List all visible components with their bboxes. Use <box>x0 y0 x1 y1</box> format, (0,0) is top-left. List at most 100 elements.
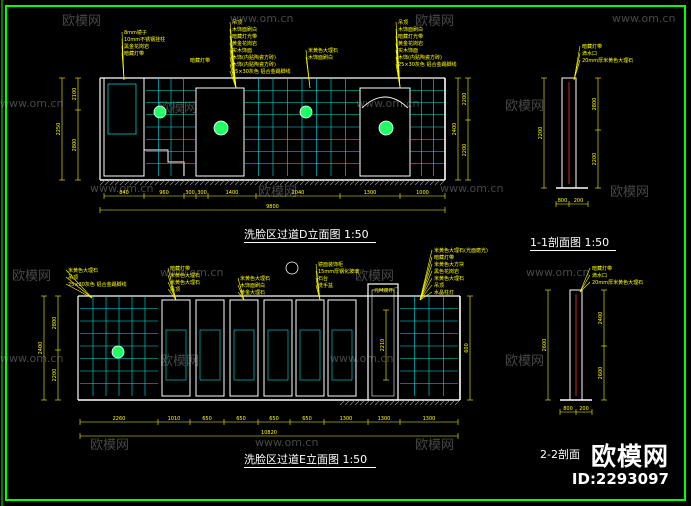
e-width-dim: 1300 <box>340 416 353 422</box>
e-width-dim: 2260 <box>113 416 126 422</box>
s11-note: 20mm厚米黄色大理石 <box>582 57 633 64</box>
watermark-logo: 欧模网 <box>160 354 200 369</box>
d-width-dim: 300 <box>185 190 195 196</box>
e-door-dim: 2210 <box>380 339 386 352</box>
section-1-1 <box>541 45 601 207</box>
d-right-note: 25×30灰色 铝合金踢脚线 <box>398 61 457 68</box>
watermark-url: www.om.cn <box>440 182 504 195</box>
s11-note: 滴水口 <box>582 50 597 57</box>
d-center-note: 米黄色大理石 <box>308 47 338 54</box>
e-width-dim: 650 <box>236 416 246 422</box>
d-right-note: 实木饰面 <box>398 47 418 54</box>
e-width-dim: 650 <box>302 416 312 422</box>
d-total-dim: 9800 <box>266 204 279 210</box>
brand-logo: 欧模网 <box>590 442 669 471</box>
d-note: 暗藏灯带 <box>190 57 210 64</box>
e-height-dim: 2200 <box>52 369 58 382</box>
section-1-1-title: 1-1剖面图 1:50 <box>530 236 610 249</box>
watermark-url: www.om.cn <box>255 436 319 449</box>
e-height-dim: 2800 <box>52 317 58 330</box>
d-width-dim: 300 <box>197 190 207 196</box>
s22-height-dim: 2400 <box>598 312 604 325</box>
d-height-dim: 2200 <box>462 93 468 106</box>
d-height-dim: 2250 <box>56 123 62 136</box>
e-mid-note: 米黄色大理石 <box>240 275 270 282</box>
watermark-logo: 欧模网 <box>415 14 455 29</box>
d-width-dim: 1300 <box>364 190 377 196</box>
d-right-note: 吊顶 <box>398 20 408 26</box>
e-elevation-title: 洗脸区过道E立面图 1:50 <box>244 453 368 466</box>
e-elevation-title-underline <box>244 467 376 468</box>
e-height-dim: 2400 <box>38 342 44 355</box>
e-mid-note: 石台 <box>318 275 328 282</box>
watermark-url: www.om.cn <box>330 352 394 365</box>
e-width-dim: 1010 <box>168 416 181 422</box>
d-width-dim: 1400 <box>226 190 239 196</box>
d-height-dim: 2100 <box>72 88 78 101</box>
s11-height-dim: 2800 <box>592 98 598 111</box>
d-width-dim: 1000 <box>416 190 429 196</box>
watermark-url: www.om.cn <box>612 12 676 25</box>
e-mid-note: 15mm厚钢化玻璃 <box>318 268 359 275</box>
d-height-dim: 2200 <box>462 144 468 157</box>
door-label: 元M双开门 <box>374 287 398 294</box>
model-id: ID:2293097 <box>571 470 669 488</box>
d-right-note: 暗藏灯光带 <box>398 33 423 40</box>
d-right-note: 黄金花岗岩 <box>398 40 423 47</box>
watermark-logo: 欧模网 <box>12 269 52 284</box>
d-center-note: 暗藏灯光带 <box>232 33 257 40</box>
s11-note: 暗藏灯带 <box>582 43 602 50</box>
watermark-url: www.om.cn <box>526 266 590 279</box>
e-right-note: 米黄色大理石 <box>434 275 464 282</box>
d-elevation <box>59 21 471 213</box>
e-width-dim: 650 <box>269 416 279 422</box>
s22-note: 滴水口 <box>592 272 607 279</box>
d-width-dim: 840 <box>119 190 129 196</box>
d-center-note: 实木饰面 <box>232 47 252 54</box>
d-right-note: 木饰(内贴陶瓷方砖) <box>398 54 442 61</box>
e-mid-note: 洗手盆 <box>318 282 333 289</box>
watermark-url: www.om.cn <box>356 97 420 110</box>
e-left-note: 25×30灰色 铝合金踢脚线 <box>68 281 127 288</box>
e-width-dim: 650 <box>202 416 212 422</box>
section-2-2-title: 2-2剖面 <box>540 448 580 461</box>
d-center-note: 吊顶 <box>232 20 242 26</box>
s22-height-dim: 2600 <box>542 339 548 352</box>
s22-height-dim: 2600 <box>598 367 604 380</box>
e-mid-note: 米黄色大理石 <box>170 279 200 286</box>
e-mid-note: 黄金大理石 <box>240 289 265 296</box>
e-mid-note: 木饰面刷白 <box>240 282 265 289</box>
s22-width-dim: 200 <box>579 406 589 412</box>
e-right-note: 水晶柱灯 <box>434 289 454 296</box>
d-elevation-title-underline <box>244 242 376 243</box>
d-center-note: 木饰(内贴陶瓷方砖) <box>232 61 276 68</box>
d-center-note: 木饰面刷白 <box>308 54 333 61</box>
d-left-note: 10mm不锈钢挂柱 <box>124 36 165 43</box>
e-width-dim: 1300 <box>423 416 436 422</box>
watermark-logo: 欧模网 <box>158 101 198 116</box>
s22-note: 20mm厚米黄色大理石 <box>592 279 643 286</box>
watermark-logo: 欧模网 <box>90 438 130 453</box>
e-right-note: 暗藏灯带 <box>434 254 454 261</box>
watermark-logo: 欧模网 <box>505 99 545 114</box>
e-mid-note: 暗藏灯带 <box>170 265 190 272</box>
d-center-note: 木饰(内贴陶瓷方砖) <box>232 54 276 61</box>
e-mid-note: 米黄色大理石 <box>170 272 200 279</box>
watermark-logo: 欧模网 <box>610 185 650 200</box>
d-height-dim: 2800 <box>72 139 78 152</box>
d-center-note: 25×30灰色 铝合金踢脚线 <box>232 68 291 75</box>
d-height-dim: 2400 <box>452 123 458 136</box>
s11-width-dim: 800 <box>558 198 568 204</box>
watermark-url: www.om.cn <box>0 352 64 365</box>
brand-watermark: 欧模网 ID:2293097 <box>571 442 669 489</box>
d-center-note: 木饰面刷白 <box>232 26 257 33</box>
watermark-logo: 欧模网 <box>355 269 395 284</box>
e-right-note: 米黄色大理石(光面磨光) <box>434 247 488 254</box>
watermark-logo: 欧模网 <box>62 14 102 29</box>
e-elevation <box>41 249 473 439</box>
d-left-note: 暗藏灯带 <box>124 50 144 57</box>
sheet-frame <box>5 5 686 501</box>
e-right-note: 米黄色大方块 <box>434 261 464 268</box>
